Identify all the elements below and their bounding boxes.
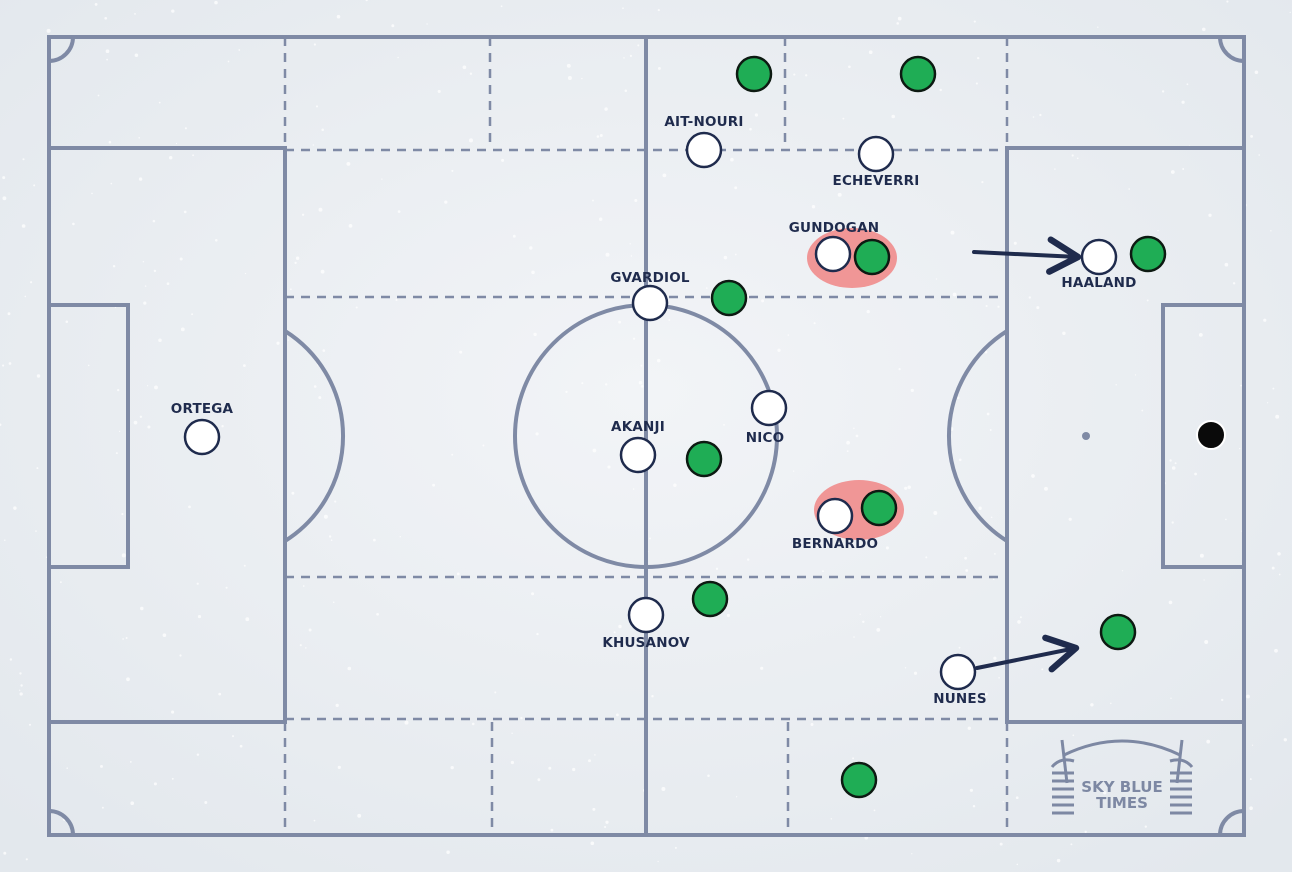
logo-line-2: TIMES	[1096, 794, 1148, 812]
right-goal-area	[1161, 303, 1246, 569]
brand-logo: SKY BLUE TIMES	[1050, 739, 1194, 815]
away-player	[840, 761, 878, 799]
player-token	[685, 131, 723, 169]
home-team: ORTEGA AIT-NOURI ECHEVERRI GUNDOGAN HAALAND G…	[171, 114, 1137, 707]
left-goal-area	[47, 303, 130, 569]
away-player	[853, 238, 891, 276]
player-label: NICO	[746, 430, 785, 446]
right-penalty-arc	[947, 329, 1009, 543]
player-token	[631, 284, 669, 322]
player-label: ECHEVERRI	[833, 173, 920, 189]
home-player-nunes: NUNES	[933, 653, 987, 707]
corner-arc-top-right	[1218, 36, 1245, 63]
stadium-icon	[1050, 739, 1194, 815]
ball	[1196, 420, 1226, 450]
home-player-gundogan: GUNDOGAN	[789, 220, 879, 273]
player-token	[939, 653, 977, 691]
player-label: HAALAND	[1061, 275, 1136, 291]
player-label: BERNARDO	[792, 536, 878, 552]
corner-arc-top-left	[48, 36, 75, 63]
player-label: AKANJI	[611, 419, 665, 435]
away-player	[710, 279, 748, 317]
logo-line-1: SKY BLUE	[1081, 778, 1162, 796]
left-penalty-arc	[283, 329, 345, 543]
player-label: KHUSANOV	[602, 635, 690, 651]
away-player	[860, 489, 898, 527]
player-label: NUNES	[933, 691, 987, 707]
player-token	[619, 436, 657, 474]
movement-arrow-haaland	[972, 236, 1082, 275]
player-token	[1080, 238, 1118, 276]
player-token	[814, 235, 852, 273]
corner-arc-bottom-right	[1218, 809, 1245, 836]
movement-arrows	[972, 236, 1082, 673]
home-player-echeverri: ECHEVERRI	[833, 135, 920, 189]
home-player-ait-nouri: AIT-NOURI	[664, 114, 743, 169]
player-label: GUNDOGAN	[789, 220, 879, 236]
away-player	[899, 55, 937, 93]
player-label: AIT-NOURI	[664, 114, 743, 130]
away-player	[685, 440, 723, 478]
movement-arrow-nunes	[975, 634, 1080, 673]
home-player-gvardiol: GVARDIOL	[610, 270, 690, 322]
player-label: ORTEGA	[171, 401, 234, 417]
away-player	[1099, 613, 1137, 651]
player-token	[183, 418, 221, 456]
home-player-ortega: ORTEGA	[171, 401, 234, 456]
player-token	[750, 389, 788, 427]
player-token	[816, 497, 854, 535]
player-label: GVARDIOL	[610, 270, 690, 286]
penalty-spot	[1082, 432, 1090, 440]
home-player-akanji: AKANJI	[611, 419, 665, 474]
player-token	[857, 135, 895, 173]
away-player	[735, 55, 773, 93]
corner-arc-bottom-left	[48, 809, 75, 836]
home-player-nico: NICO	[746, 389, 788, 446]
away-player	[1129, 235, 1167, 273]
home-player-haaland: HAALAND	[1061, 238, 1136, 291]
away-player	[691, 580, 729, 618]
player-token	[627, 596, 665, 634]
away-team	[685, 55, 1167, 799]
home-player-khusanov: KHUSANOV	[602, 596, 690, 651]
home-player-bernardo: BERNARDO	[792, 497, 878, 552]
